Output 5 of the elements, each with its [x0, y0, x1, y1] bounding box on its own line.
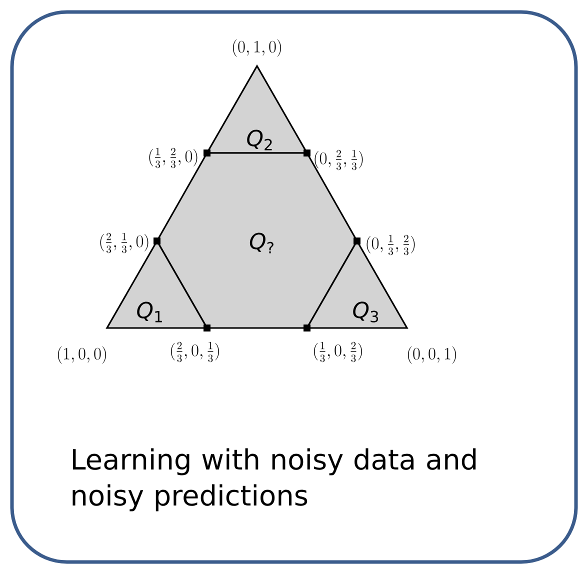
coordinate-label: $(0, 1, 0)$	[232, 39, 281, 57]
coordinate-label: $(1, 0, 0)$	[58, 346, 106, 364]
coordinate-label: $(\tfrac{1}{3}, 0, \tfrac{2}{3})$	[314, 342, 362, 362]
coordinate-label: $(\tfrac{2}{3}, 0, \tfrac{1}{3})$	[171, 342, 219, 362]
coordinate-label: $(0, 0, 1)$	[408, 346, 456, 364]
